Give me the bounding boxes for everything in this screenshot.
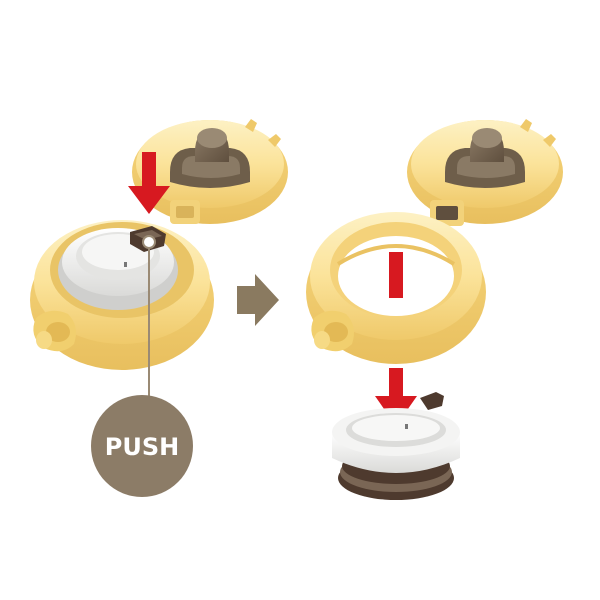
left-lid-ring <box>30 220 214 370</box>
right-lid-assembly <box>306 119 563 500</box>
left-side-clip <box>33 310 76 352</box>
left-down-arrow-icon <box>128 152 170 214</box>
right-side-clip <box>311 310 354 352</box>
left-hinge <box>170 200 200 224</box>
push-callout: PUSH <box>91 235 193 497</box>
right-hinge <box>430 200 464 226</box>
left-cap-button <box>170 128 250 188</box>
left-lid-assembly <box>30 119 288 370</box>
right-cap-button <box>445 128 525 188</box>
removed-gasket <box>332 392 460 500</box>
right-flip-cap <box>407 119 563 226</box>
push-label: PUSH <box>105 433 179 461</box>
left-flip-cap <box>132 119 288 224</box>
step-arrow-icon <box>237 274 279 326</box>
push-circle <box>91 395 193 497</box>
